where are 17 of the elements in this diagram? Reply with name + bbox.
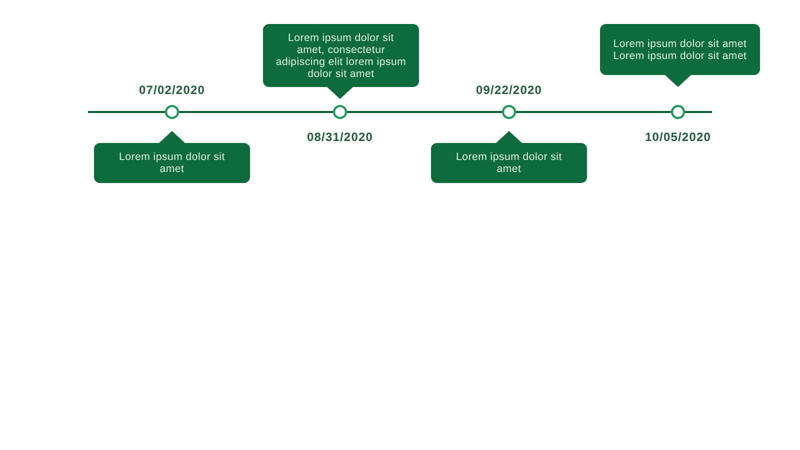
callout-text: Lorem ipsum dolor sit amet, consectetur adipiscing elit lorem ipsum dolor sit amet bbox=[275, 32, 407, 80]
callout-text: Lorem ipsum dolor sit amet bbox=[455, 151, 563, 175]
callout-text: Lorem ipsum dolor sit amet Lorem ipsum dolor sit amet bbox=[612, 38, 748, 62]
callout-text: Lorem ipsum dolor sit amet bbox=[118, 151, 226, 175]
timeline-line bbox=[346, 111, 503, 113]
timeline-dot bbox=[671, 105, 685, 119]
timeline-line bbox=[684, 111, 712, 113]
timeline-dot bbox=[333, 105, 347, 119]
date-label: 09/22/2020 bbox=[474, 84, 544, 96]
timeline-line bbox=[515, 111, 672, 113]
timeline-line bbox=[178, 111, 334, 113]
timeline-line bbox=[88, 111, 166, 113]
date-label: 07/02/2020 bbox=[138, 84, 206, 96]
timeline-dot bbox=[502, 105, 516, 119]
date-label: 08/31/2020 bbox=[306, 131, 374, 143]
date-label: 10/05/2020 bbox=[644, 131, 712, 143]
timeline-dot bbox=[165, 105, 179, 119]
